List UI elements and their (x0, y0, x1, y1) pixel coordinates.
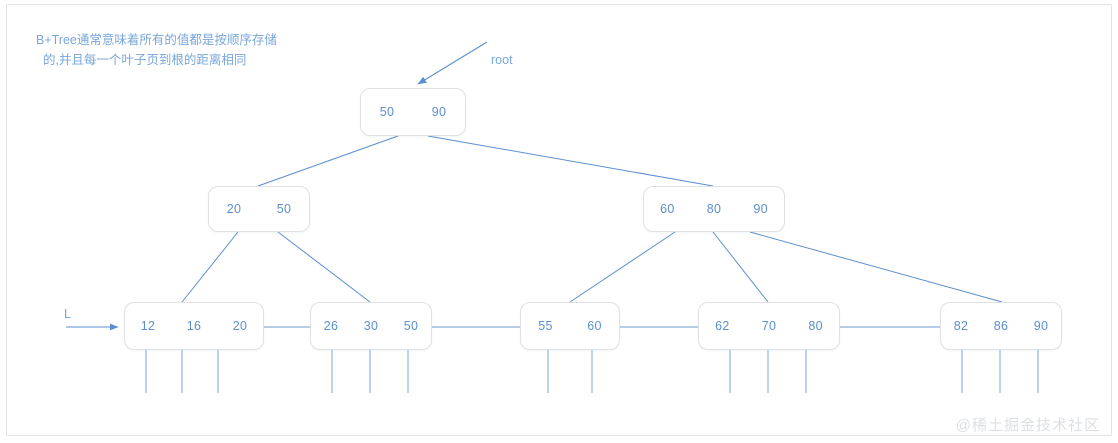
node-key: 80 (808, 318, 823, 333)
node-key: 26 (323, 318, 339, 333)
node-key: 16 (186, 318, 202, 333)
node-key: 82 (953, 318, 969, 333)
node-key: 80 (706, 201, 722, 216)
node-leaf-2[interactable]: 26 30 50 (310, 302, 432, 350)
node-key: 55 (538, 318, 553, 333)
watermark: @稀土掘金技术社区 (955, 417, 1100, 434)
node-key: 90 (753, 201, 768, 216)
node-internal-left[interactable]: 20 50 (208, 186, 310, 232)
node-key: 86 (993, 318, 1009, 333)
diagram-frame (6, 4, 1112, 436)
node-key: 50 (403, 318, 419, 333)
node-key: 30 (363, 318, 379, 333)
node-leaf-3[interactable]: 55 60 (520, 302, 620, 350)
node-key: 70 (761, 318, 777, 333)
node-leaf-1[interactable]: 12 16 20 (124, 302, 264, 350)
node-leaf-4[interactable]: 62 70 80 (698, 302, 840, 350)
node-key: 60 (660, 201, 675, 216)
node-leaf-5[interactable]: 82 86 90 (940, 302, 1062, 350)
node-key: 20 (226, 201, 242, 216)
node-key: 50 (276, 201, 292, 216)
root-label: root (491, 53, 513, 67)
node-key: 62 (715, 318, 730, 333)
node-key: 12 (140, 318, 156, 333)
node-key: 90 (1033, 318, 1049, 333)
node-key: 60 (587, 318, 602, 333)
leaf-start-label: L (64, 307, 71, 321)
node-root[interactable]: 50 90 (360, 88, 466, 136)
node-key: 50 (379, 104, 395, 119)
diagram-description-note: B+Tree通常意味着所有的值都是按顺序存储 的,并且每一个叶子页到根的距离相同 (36, 33, 277, 67)
node-internal-right[interactable]: 60 80 90 (643, 186, 785, 232)
node-key: 90 (431, 104, 447, 119)
node-key: 20 (232, 318, 248, 333)
